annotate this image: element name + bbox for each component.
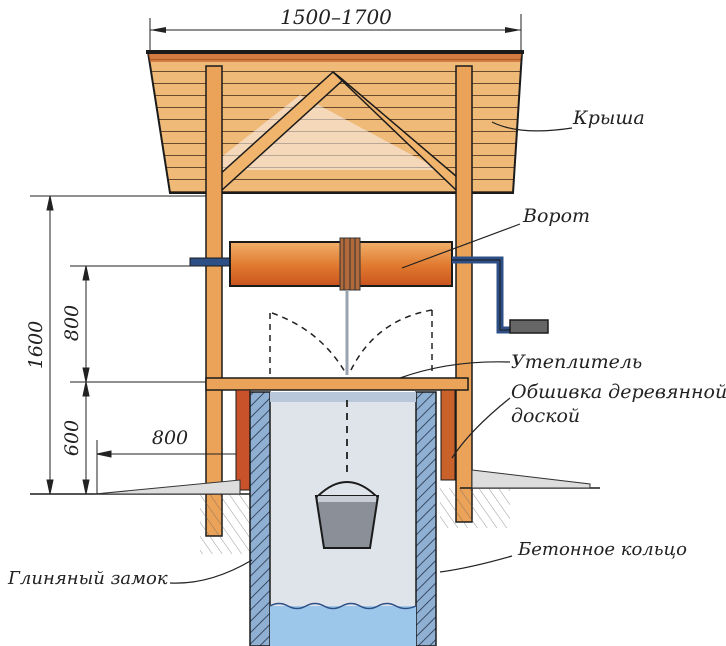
label-insulation: Утеплитель [511, 351, 642, 373]
dimension-windlass-height-text: 800 [61, 305, 83, 341]
crank-handle [509, 319, 549, 334]
dimension-frame-height-text: 600 [61, 420, 83, 456]
ground [30, 469, 600, 554]
lid-swing-arcs [269, 309, 433, 375]
windlass [189, 237, 549, 375]
label-windlass: Ворот [522, 205, 590, 227]
label-roof: Крыша [572, 107, 645, 129]
left-post [205, 65, 223, 537]
right-post [455, 65, 473, 523]
roof [146, 50, 524, 194]
water [270, 606, 416, 646]
leader-lines [169, 121, 573, 584]
label-concrete-ring: Бетонное кольцо [517, 539, 687, 560]
dimension-roof-width: 1500–1700 [149, 5, 522, 52]
posts [205, 65, 473, 537]
dimension-total-height-text: 1600 [25, 321, 47, 369]
dimension-clay-lock-width-text: 800 [152, 427, 188, 449]
label-cladding-line2: доской [511, 405, 580, 427]
label-clay-lock: Глиняный замок [7, 568, 168, 589]
bucket [314, 481, 380, 549]
dimension-roof-width-text: 1500–1700 [280, 5, 392, 29]
crossbeam [205, 377, 469, 391]
dimension-heights [30, 195, 236, 495]
label-cladding-line1: Обшивка деревянной [511, 381, 726, 403]
